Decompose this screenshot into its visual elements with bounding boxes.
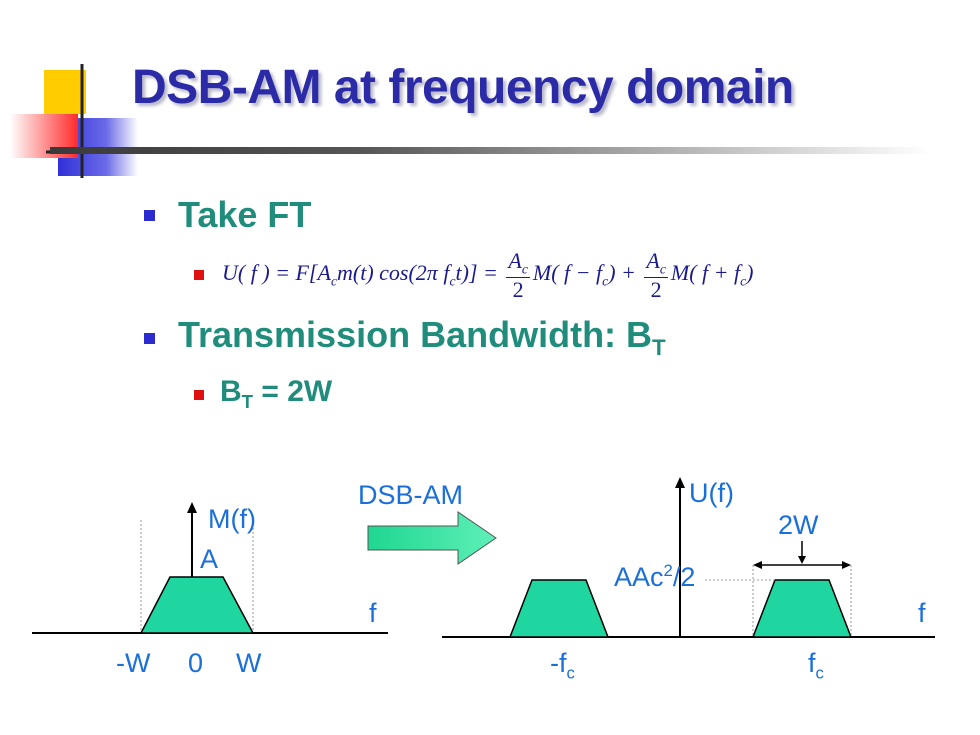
eq-frac-num-sub: c — [521, 261, 528, 277]
right-amplitude-label: AAc2/2 — [614, 561, 695, 593]
eq-frac-num: A — [508, 248, 522, 273]
eq-lhs-sub: c — [330, 273, 337, 289]
eq-term2: M( f + f — [670, 259, 741, 285]
fc-sub: c — [815, 663, 824, 683]
left-m-axis-arrowhead — [187, 502, 197, 513]
eq-lhs: U( f ) = F[A — [222, 259, 331, 285]
eq-term1-sub: c — [602, 273, 609, 289]
amp-suffix: /2 — [672, 562, 696, 592]
dsb-am-arrow — [367, 511, 497, 565]
right-f-label: f — [918, 598, 926, 628]
eq-frac-num-sub: c — [659, 261, 666, 277]
bullet-marker — [144, 333, 155, 344]
amp-prefix: AAc — [614, 562, 664, 592]
neg-fc-text: -f — [550, 648, 567, 678]
eq-term2-sub: c — [740, 273, 747, 289]
bw-pointer-head — [798, 556, 806, 564]
eq-frac-den: 2 — [650, 276, 662, 302]
bt-sub: T — [241, 391, 254, 412]
eq-frac-num: A — [646, 248, 660, 273]
arrow-label: DSB-AM — [358, 480, 464, 510]
eq-term1: M( f − f — [532, 259, 603, 285]
bandwidth-label: 2W — [778, 510, 819, 540]
eq-term2-end: ) — [746, 259, 754, 285]
left-amplitude-label: A — [200, 544, 219, 574]
right-y-label: U(f) — [689, 478, 734, 508]
neg-fc-label: -fc — [550, 648, 575, 683]
eq-mid-end: t)] = — [455, 259, 498, 285]
left-neg-w-label: -W — [116, 648, 151, 678]
eq-mid-sub: c — [449, 273, 456, 289]
neg-fc-trapezoid — [508, 579, 610, 638]
bandwidth-sub: T — [652, 335, 666, 361]
left-f-label: f — [369, 598, 377, 628]
left-y-label: M(f) — [208, 504, 256, 534]
fc-trapezoid — [751, 579, 853, 638]
bullet-marker — [144, 210, 155, 221]
eq-mid: m(t) cos(2π f — [337, 259, 450, 285]
bt-prefix: B — [220, 375, 242, 408]
bullet-bt-2w: BT = 2W — [220, 375, 332, 413]
sub-bullet-marker — [194, 270, 204, 280]
fc-text: f — [808, 648, 816, 678]
right-u-axis-arrowhead — [675, 477, 685, 488]
left-zero-label: 0 — [188, 648, 204, 678]
bandwidth-arrowhead-right — [842, 561, 851, 569]
fc-label: fc — [808, 648, 824, 683]
title-divider — [50, 147, 930, 154]
bt-suffix: = 2W — [253, 375, 333, 408]
bandwidth-arrowhead-left — [753, 561, 762, 569]
bandwidth-text: Transmission Bandwidth: B — [178, 314, 653, 355]
slide-title: DSB-AM at frequency domain — [132, 61, 794, 114]
left-spectrum-trapezoid — [139, 576, 255, 634]
eq-term1-end: ) + — [608, 259, 636, 285]
bullet-bandwidth: Transmission Bandwidth: BT — [178, 314, 666, 361]
amp-sup: 2 — [663, 561, 673, 580]
left-w-label: W — [236, 648, 262, 678]
neg-fc-sub: c — [566, 663, 575, 683]
eq-frac-den: 2 — [512, 276, 524, 302]
bullet-take-ft: Take FT — [178, 194, 312, 235]
sub-bullet-marker — [194, 390, 204, 400]
